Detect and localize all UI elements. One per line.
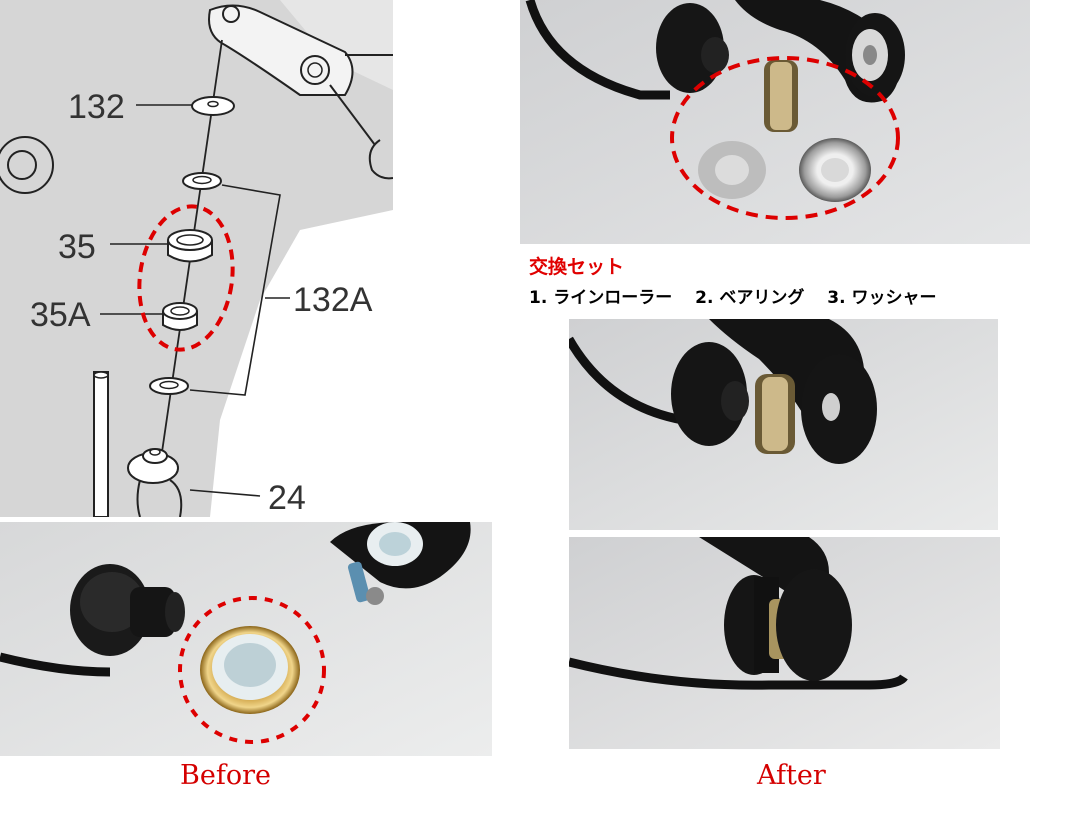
parts-diagram: 132 35 35A 132A 24 (0, 0, 393, 517)
label-35a: 35A (30, 296, 91, 334)
assembled-photo (569, 537, 1000, 749)
parts-photo (520, 0, 1030, 244)
label-24: 24 (268, 479, 306, 517)
after-label: After (757, 760, 826, 791)
label-35: 35 (58, 228, 96, 266)
before-photo (0, 522, 492, 756)
exchange-set-title: 交換セット (529, 256, 625, 278)
exchange-set-items: 1. ラインローラー 2. ベアリング 3. ワッシャー (529, 288, 937, 308)
assembly-photo (569, 319, 998, 530)
label-132: 132 (68, 88, 125, 126)
before-label: Before (180, 760, 271, 791)
label-132a: 132A (293, 281, 373, 319)
